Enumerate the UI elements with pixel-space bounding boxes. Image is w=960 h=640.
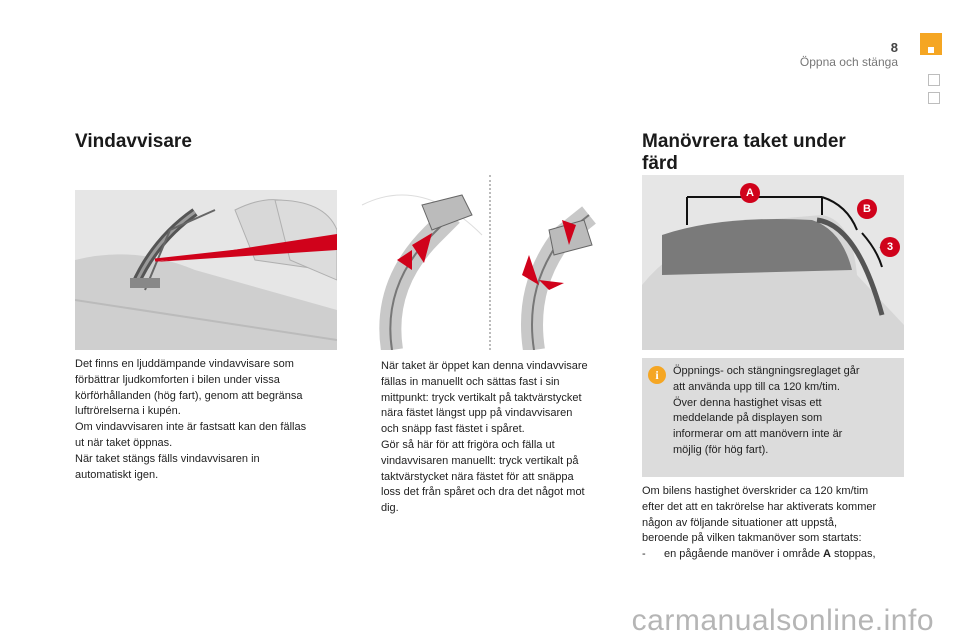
text-line: meddelande på displayen som [673, 412, 823, 425]
instruction-list: När taket är öppet kan denna vindavvisar… [361, 359, 619, 517]
text-line: luftrörelserna i kupén. [75, 405, 181, 418]
divider [489, 175, 493, 350]
text-line: informerar om att manövern inte är [673, 428, 843, 441]
list-item: - en pågående manöver i område A stoppas, [642, 547, 904, 563]
section-title-roof-operation: Manövrera taket under färd [642, 131, 846, 174]
text-line: Om vindavvisaren inte är fastsatt kan de… [75, 421, 307, 434]
watermark-text: carmanualsonline.info [631, 604, 934, 637]
callout-a: A [740, 183, 760, 203]
text-line: När taket stängs fälls vindavvisaren in [75, 452, 260, 465]
fold-out-illustration [494, 175, 618, 352]
fold-in-illustration [352, 175, 487, 352]
text-line: körförhållanden (hög fart), genom att be… [75, 389, 303, 402]
text-line: När taket är öppet kan denna vindavvisar… [381, 360, 588, 372]
page-number: 8 [890, 40, 898, 55]
text-line: och snäpp fast fästet i spåret. [381, 423, 525, 436]
text-line: dig. [381, 502, 399, 515]
section-title-wind-deflector: Vindavvisare [75, 131, 192, 152]
text-line: loss det från spåret och dra det något m… [381, 486, 585, 499]
text-line: förbättrar ljudkomforten i bilen under v… [75, 373, 280, 386]
watermark: carmanualsonline.info [0, 604, 960, 638]
text-line: ut när taket öppnas. [75, 436, 173, 449]
text-line: mittpunkt: tryck vertikalt på taktvärsty… [381, 391, 582, 404]
text-line: möjlig (för hög fart). [673, 443, 769, 456]
text-line: någon av följande situationer att uppstå… [642, 516, 838, 529]
text-line: vindavvisaren manuellt: tryck vertikalt … [381, 454, 579, 467]
chapter-title: Öppna och stänga [799, 55, 898, 69]
callout-b: B [857, 199, 877, 219]
info-icon: i [648, 366, 666, 384]
text-line: fällas in manuellt och sättas fast i sin [381, 375, 560, 388]
text-line: efter det att en takrörelse har aktivera… [642, 500, 877, 513]
text-line: Det finns en ljuddämpande vindavvisare s… [75, 358, 294, 370]
text-line: beroende på vilken takmanöver som starta… [642, 532, 862, 545]
section-tab[interactable] [928, 74, 940, 86]
list-item: Gör så här för att frigöra och fälla ut … [361, 438, 619, 517]
section-tab[interactable] [928, 92, 940, 104]
text-fragment: stoppas, [830, 548, 876, 561]
text-line: att använda upp till ca 120 km/tim. [673, 380, 840, 393]
info-box [642, 358, 904, 477]
dash-symbol: - [642, 548, 646, 561]
info-text: Öppnings- och stängningsreglaget går att… [673, 364, 895, 459]
text-fragment: en pågående manöver i område [664, 548, 823, 561]
text-line: automatiskt igen. [75, 468, 159, 481]
speed-description: Om bilens hastighet överskrider ca 120 k… [642, 484, 904, 563]
wind-deflector-description: Det finns en ljuddämpande vindavvisare s… [75, 357, 337, 483]
list-item: När taket är öppet kan denna vindavvisar… [361, 359, 619, 438]
text-line: Gör så här för att frigöra och fälla ut [381, 438, 555, 451]
text-line: taktvärstycket nära fästet för att snäpp… [381, 470, 574, 483]
callout-3: 3 [880, 237, 900, 257]
wind-deflector-illustration [75, 190, 337, 350]
text-line: Om bilens hastighet överskrider ca 120 k… [642, 485, 869, 497]
text-line: Över denna hastighet visas ett [673, 396, 822, 409]
text-line: nära fästet längst upp på vindavvisaren [381, 407, 573, 420]
area-label: A [823, 548, 831, 561]
section-tab-active[interactable] [920, 33, 942, 55]
text-line: Öppnings- och stängningsreglaget går [673, 365, 860, 377]
